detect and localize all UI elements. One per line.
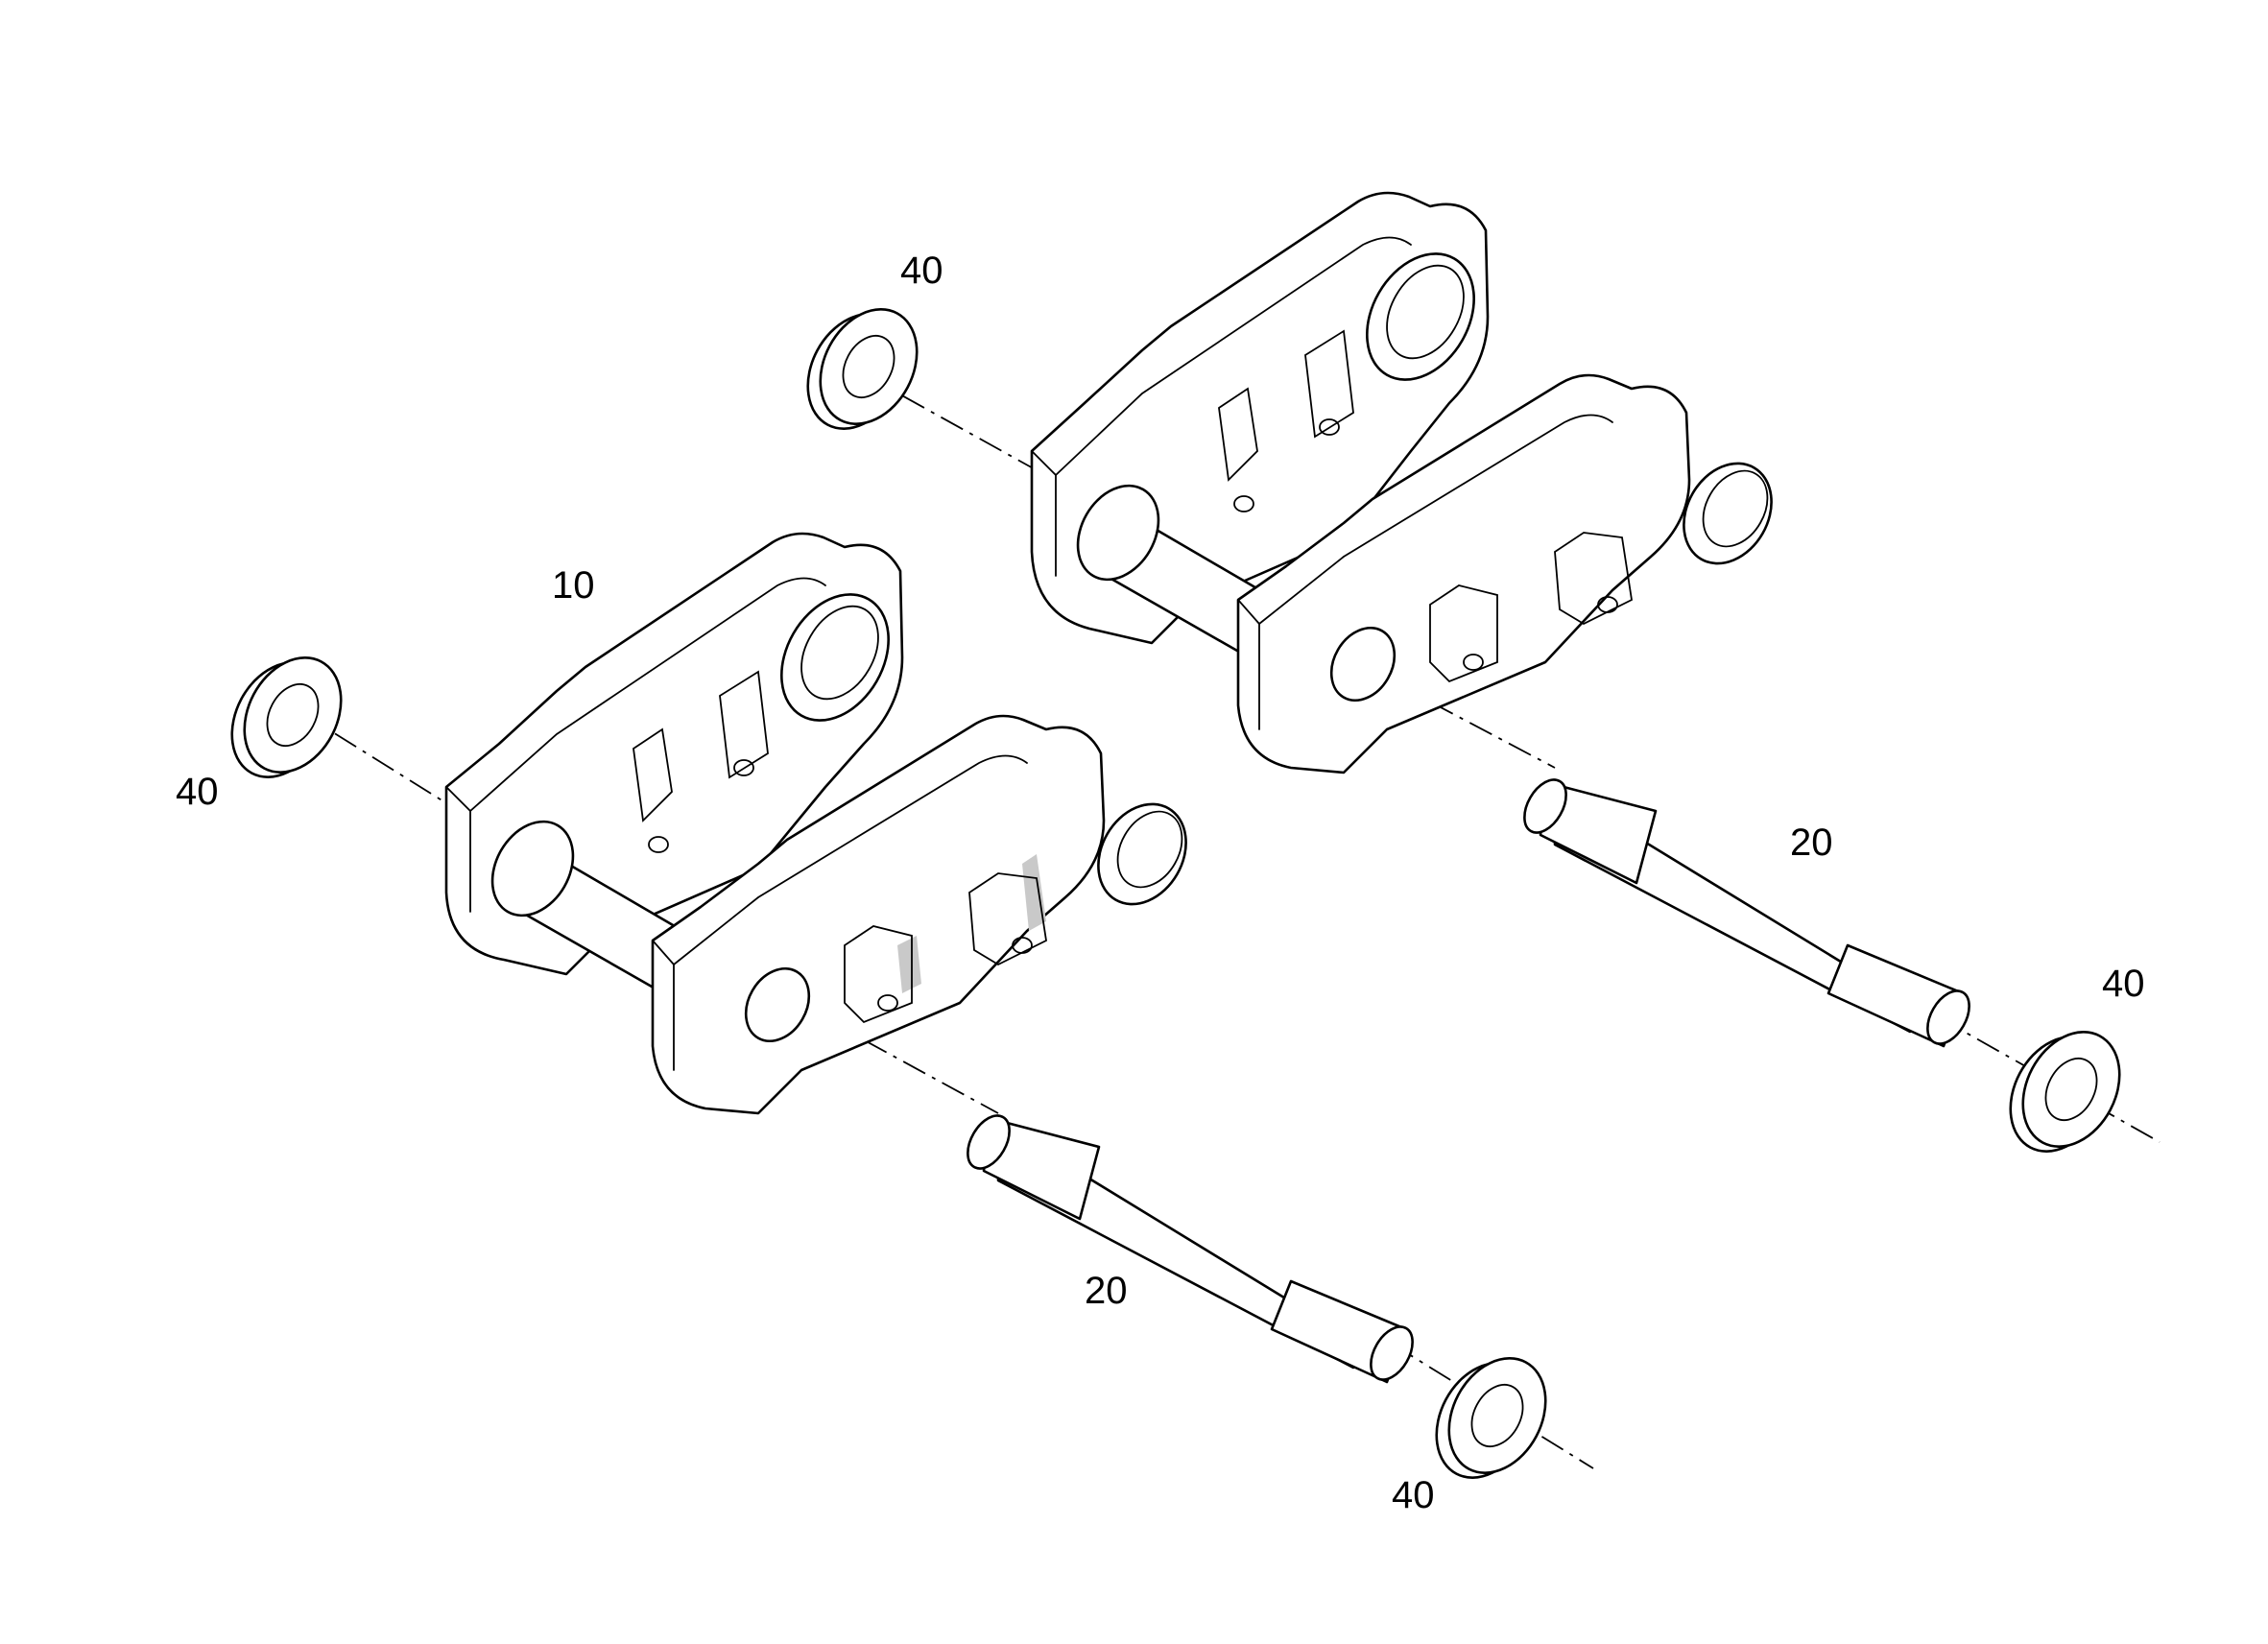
axis-line (786, 997, 999, 1114)
callout-40-bottom: 40 (1392, 1474, 1435, 1516)
pin-20-right (1523, 778, 1970, 1048)
axis-line (1938, 1016, 2161, 1143)
track-link-assembly-rear (1030, 191, 1773, 774)
axis-line (297, 709, 452, 807)
axis-line (1391, 680, 1556, 769)
callout-40-left: 40 (176, 771, 219, 813)
callout-20-right: 20 (1790, 822, 1833, 864)
washer-40-top (806, 308, 919, 430)
callout-10: 10 (552, 564, 595, 607)
washer-40-right (2009, 1031, 2121, 1153)
callout-40-top: 40 (900, 250, 943, 292)
washer-40-bottom (1435, 1357, 1547, 1479)
callout-40-right: 40 (2102, 963, 2145, 1005)
pin-20-bottom (967, 1114, 1414, 1384)
axis-line (1391, 1343, 1594, 1469)
callout-20-bottom: 20 (1085, 1270, 1128, 1312)
track-link-assembly-10 (444, 532, 1187, 1115)
washer-40-left (230, 656, 343, 778)
